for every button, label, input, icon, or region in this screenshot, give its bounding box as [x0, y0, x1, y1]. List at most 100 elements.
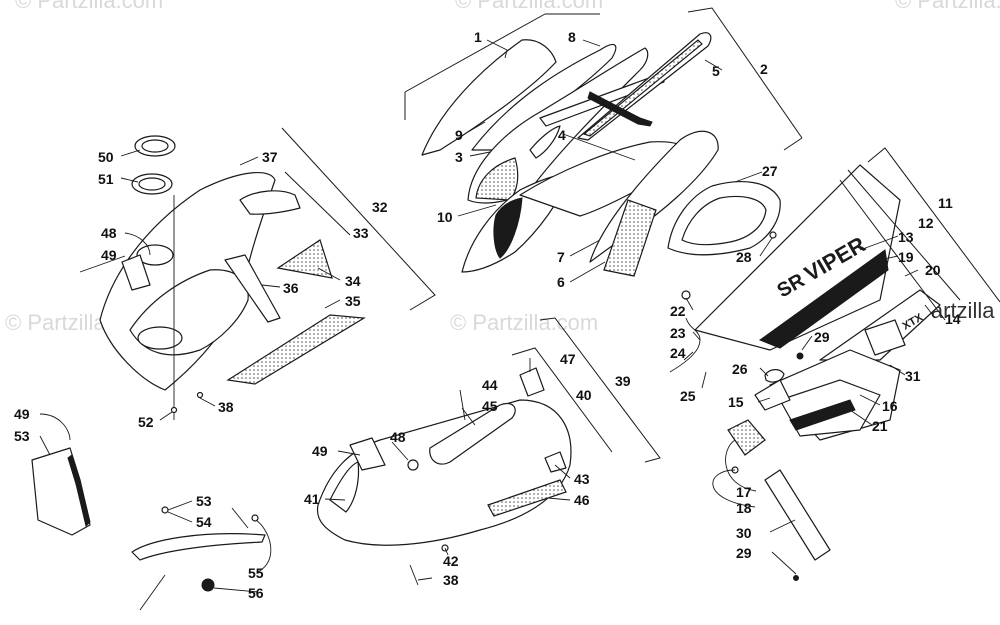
- part-28-fastener: [769, 231, 777, 239]
- callout-30: 30: [736, 525, 752, 541]
- callout-29: 29: [814, 329, 830, 345]
- callout-49: 49: [312, 443, 328, 459]
- callout-41: 41: [304, 491, 320, 507]
- callout-3: 3: [455, 149, 463, 165]
- callout-43: 43: [574, 471, 590, 487]
- callout-37: 37: [262, 149, 278, 165]
- nose-assembly: [99, 135, 366, 420]
- callout-56: 56: [248, 585, 264, 601]
- part-10-dark: [493, 197, 523, 259]
- callouts: 1 8 2 5 9 4 3 10 7 6 27 28 11 12 13 19 2…: [14, 29, 961, 601]
- part-6-mesh: [603, 199, 657, 277]
- callout-5: 5: [712, 63, 720, 79]
- part-50-gasket-inner: [141, 139, 169, 153]
- part-30-strip: [764, 469, 831, 561]
- watermark: © Partzilla.com: [450, 310, 598, 335]
- part-34-mesh: [276, 239, 333, 279]
- part-38-fastener: [196, 391, 204, 399]
- callout-8: 8: [568, 29, 576, 45]
- part-19-decal: [758, 249, 889, 349]
- callout-16: 16: [882, 398, 898, 414]
- callout-19: 19: [898, 249, 914, 265]
- nose-intake-hole: [137, 326, 183, 350]
- part-53-trim: [131, 533, 266, 561]
- callout-22: 22: [670, 303, 686, 319]
- callout-49: 49: [101, 247, 117, 263]
- callout-27: 27: [762, 163, 778, 179]
- callout-7: 7: [557, 249, 565, 265]
- callout-51: 51: [98, 171, 114, 187]
- part-11-side-panel: [694, 164, 901, 351]
- belly-pan-assembly: [316, 367, 572, 586]
- callout-23: 23: [670, 325, 686, 341]
- callout-21: 21: [872, 418, 888, 434]
- callout-1: 1: [474, 29, 482, 45]
- callout-6: 6: [557, 274, 565, 290]
- callout-26: 26: [732, 361, 748, 377]
- callout-13: 13: [898, 229, 914, 245]
- bracket-2: [687, 7, 803, 151]
- part-38-bolt: [409, 564, 419, 586]
- part-44-side: [429, 402, 516, 465]
- callout-34: 34: [345, 273, 361, 289]
- callout-47: 47: [560, 351, 576, 367]
- callout-54: 54: [196, 514, 212, 530]
- part-53-edge: [67, 454, 91, 527]
- part-48-grommet: [407, 459, 419, 471]
- callout-53: 53: [14, 428, 30, 444]
- part-15-latch: [754, 379, 791, 411]
- part-4-wire: [587, 91, 653, 127]
- watermark: © Partzilla.com: [455, 0, 603, 13]
- callout-39: 39: [615, 373, 631, 389]
- leader-lines: [39, 39, 936, 593]
- watermark: © Partzilla.com: [895, 0, 1000, 13]
- callout-18: 18: [736, 500, 752, 516]
- bracket-32: [281, 127, 436, 311]
- part-35-mesh: [226, 314, 366, 385]
- nose-intake-hole: [136, 244, 174, 266]
- part-48-bracket: [349, 437, 386, 471]
- part-29-fastener: [793, 575, 799, 581]
- callout-55: 55: [248, 565, 264, 581]
- callout-49: 49: [14, 406, 30, 422]
- lower-trim-support: [139, 574, 166, 611]
- part-37-rail: [239, 190, 301, 215]
- part-36-strut: [224, 254, 281, 323]
- part-9-panel: [529, 125, 561, 159]
- part-1-panel: [421, 39, 557, 156]
- callout-17: 17: [736, 484, 752, 500]
- callout-15: 15: [728, 394, 744, 410]
- callout-48: 48: [101, 225, 117, 241]
- callout-46: 46: [574, 492, 590, 508]
- callout-4: 4: [558, 127, 566, 143]
- callout-20: 20: [925, 262, 941, 278]
- callout-44: 44: [482, 377, 498, 393]
- part-5-mesh: [582, 39, 703, 137]
- callout-35: 35: [345, 293, 361, 309]
- part-46-mesh: [487, 479, 567, 517]
- callout-24: 24: [670, 345, 686, 361]
- lower-trim-assembly: [131, 506, 266, 611]
- callout-40: 40: [576, 387, 592, 403]
- part-22-grommet: [681, 290, 691, 300]
- part-31-bracket: [864, 319, 906, 356]
- part-52-fastener: [170, 406, 178, 414]
- part-43-tab: [544, 451, 567, 473]
- part-3-mesh: [475, 157, 519, 201]
- callout-45: 45: [482, 398, 498, 414]
- right-side-panel-assembly: [667, 164, 941, 581]
- hood-assembly: [421, 32, 719, 277]
- callout-31: 31: [905, 368, 921, 384]
- callout-33: 33: [353, 225, 369, 241]
- callout-14: 14: [945, 311, 961, 327]
- part-17-plate: [727, 419, 766, 456]
- callout-29: 29: [736, 545, 752, 561]
- part-29-fastener: [796, 352, 804, 360]
- part-55-fastener: [251, 514, 259, 522]
- callout-36: 36: [283, 280, 299, 296]
- watermark: © Partzilla.com: [15, 0, 163, 13]
- part-27-inner: [681, 195, 767, 246]
- callout-12: 12: [918, 215, 934, 231]
- callout-32: 32: [372, 199, 388, 215]
